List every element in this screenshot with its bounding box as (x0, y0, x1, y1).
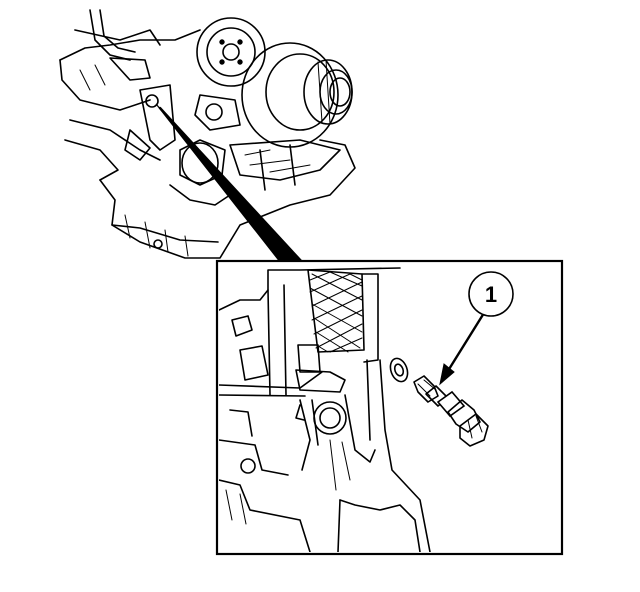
sensor-component (413, 375, 489, 447)
callout-1: 1 (468, 271, 514, 317)
crosshatch-casting (307, 269, 379, 363)
callout-1-label: 1 (485, 282, 497, 307)
engine-overview-illustration (59, 9, 356, 259)
sealing-washer (389, 357, 409, 383)
detail-leader-wedge (155, 103, 304, 264)
callout-1-arrow (439, 311, 486, 386)
detail-inset: 1 (215, 259, 564, 556)
